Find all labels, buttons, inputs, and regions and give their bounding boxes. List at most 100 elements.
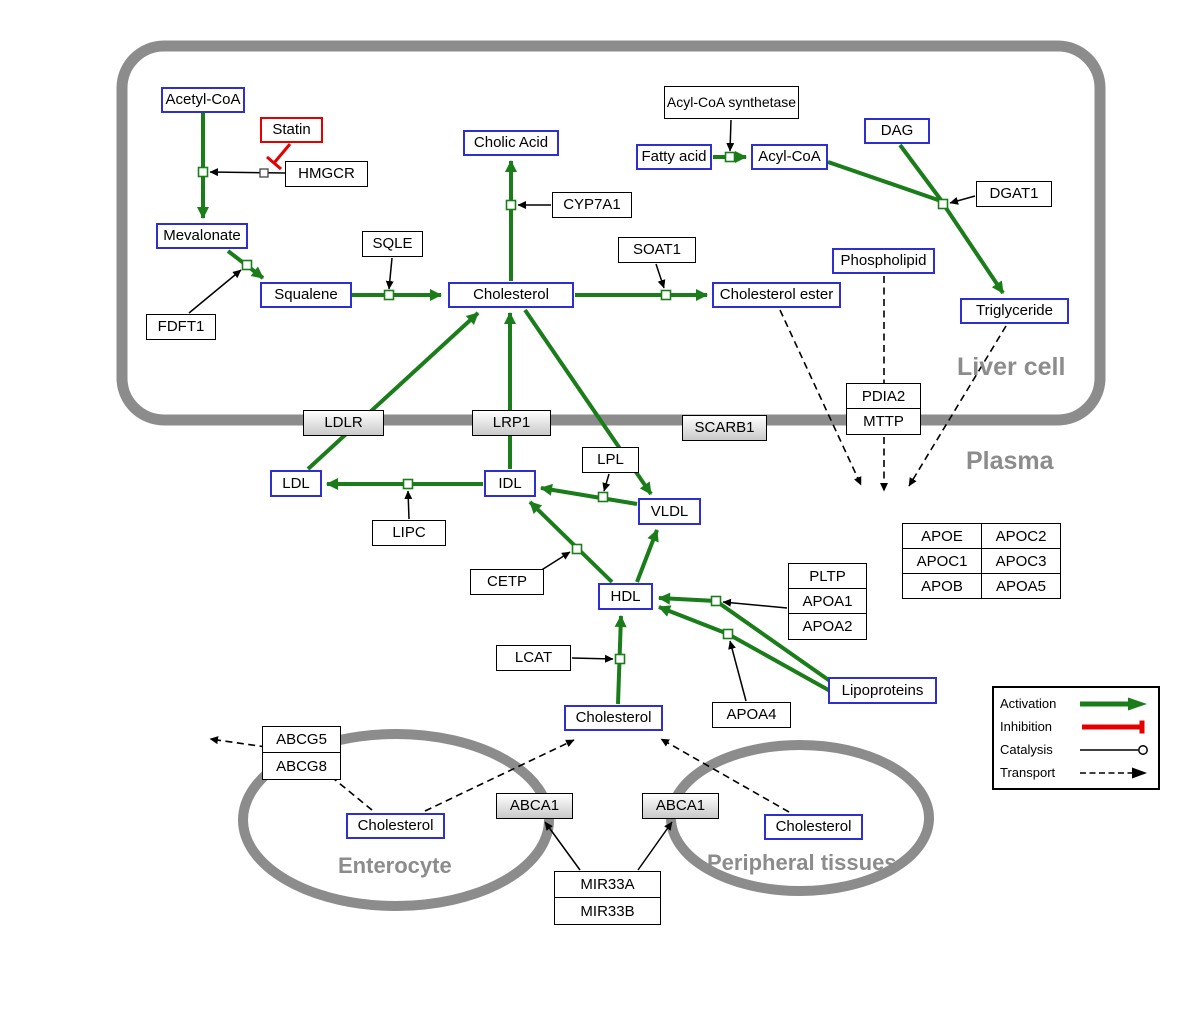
node-apoc1[interactable]: APOC1: [903, 549, 982, 574]
legend-catalysis-label: Catalysis: [1000, 742, 1053, 757]
node-soat1[interactable]: SOAT1: [618, 237, 696, 263]
edge-acylcoa-dgat1-junction: [827, 160, 942, 203]
node-cholesterol-plasma[interactable]: Cholesterol: [564, 705, 663, 731]
edge-ldl-cholesterol-via-ldlr: [306, 311, 480, 471]
pltp-apoa-group: PLTP APOA1 APOA2: [788, 563, 867, 640]
node-acetyl-coa[interactable]: Acetyl-CoA: [161, 87, 245, 113]
node-apoa4[interactable]: APOA4: [712, 702, 791, 728]
edge-dag-dgat1-junction: [898, 143, 943, 202]
reaction-node: [571, 543, 583, 555]
edge-hdl-vldl: [635, 529, 659, 583]
liver-cell-membrane: [116, 40, 1106, 426]
node-abcg5[interactable]: ABCG5: [263, 727, 340, 753]
legend-transport-row: Transport: [1000, 765, 1152, 781]
transport-triglyceride-plasma: [908, 325, 1007, 487]
edge-mir33-abca1-left: [544, 821, 581, 871]
node-mir33b[interactable]: MIR33B: [555, 898, 660, 924]
node-abca1-right[interactable]: ABCA1: [642, 793, 719, 819]
node-ldl[interactable]: LDL: [270, 470, 322, 497]
node-lcat[interactable]: LCAT: [496, 645, 571, 671]
node-lipc[interactable]: LIPC: [372, 520, 446, 546]
node-apob[interactable]: APOB: [903, 574, 982, 599]
node-cyp7a1[interactable]: CYP7A1: [552, 192, 632, 218]
node-dag[interactable]: DAG: [864, 118, 930, 144]
catalysis-lpl: [602, 473, 611, 492]
enterocyte-label: Enterocyte: [338, 853, 452, 878]
node-vldl[interactable]: VLDL: [638, 498, 701, 525]
edge-hdl-idl: [528, 500, 614, 584]
node-apoe[interactable]: APOE: [903, 524, 982, 549]
node-squalene[interactable]: Squalene: [260, 282, 352, 308]
apolipoprotein-table: APOE APOC2 APOC1 APOC3 APOB APOA5: [902, 523, 1061, 599]
node-cholesterol-ester[interactable]: Cholesterol ester: [712, 282, 841, 308]
edge-vldl-idl: [540, 483, 638, 506]
node-lpl[interactable]: LPL: [582, 447, 639, 473]
legend: Activation Inhibition Catalysis Transpor…: [992, 686, 1160, 790]
transport-cholesterolester-plasma: [779, 309, 862, 486]
node-cholesterol-liver[interactable]: Cholesterol: [448, 282, 574, 308]
node-cholesterol-peripheral[interactable]: Cholesterol: [764, 814, 863, 840]
legend-activation-label: Activation: [1000, 696, 1057, 711]
catalysis-acylcoa-synthetase: [726, 119, 735, 152]
anchor-node: [259, 168, 269, 178]
inhibition-statin-tee: [266, 155, 282, 171]
reaction-node: [597, 491, 609, 503]
reaction-node: [722, 628, 734, 640]
activation-arrow-icon: [1080, 697, 1147, 710]
node-apoa1[interactable]: APOA1: [789, 589, 866, 614]
catalysis-cetp: [539, 551, 571, 572]
node-acyl-coa[interactable]: Acyl-CoA: [751, 144, 828, 170]
catalysis-soat1: [655, 263, 666, 289]
node-pdia2[interactable]: PDIA2: [847, 384, 920, 409]
node-hmgcr[interactable]: HMGCR: [285, 161, 368, 187]
node-mevalonate[interactable]: Mevalonate: [156, 223, 248, 249]
catalysis-fdft1: [188, 269, 242, 314]
catalysis-dgat1: [949, 195, 976, 205]
node-scarb1[interactable]: SCARB1: [682, 415, 767, 441]
transport-cholesterol-abcg-excretion: [209, 736, 373, 811]
compartment-shapes: [116, 40, 1106, 911]
catalysis-lipc: [404, 490, 413, 520]
reaction-node: [614, 653, 626, 665]
node-apoa5[interactable]: APOA5: [982, 574, 1061, 599]
edge-junction-triglyceride: [944, 206, 1005, 295]
catalysis-sqle: [385, 257, 394, 290]
node-abcg8[interactable]: ABCG8: [263, 753, 340, 779]
legend-inhibition-row: Inhibition: [1000, 719, 1152, 735]
node-idl[interactable]: IDL: [484, 470, 536, 497]
pdia2-mttp-group: PDIA2 MTTP: [846, 383, 921, 435]
transport-peripheral-cholesterol-plasma: [660, 738, 790, 813]
node-abca1-left[interactable]: ABCA1: [496, 793, 573, 819]
node-mttp[interactable]: MTTP: [847, 409, 920, 434]
node-hdl[interactable]: HDL: [598, 583, 653, 610]
node-statin[interactable]: Statin: [260, 117, 323, 143]
node-apoc2[interactable]: APOC2: [982, 524, 1061, 549]
node-cholic-acid[interactable]: Cholic Acid: [463, 130, 559, 156]
transport-enterocyte-cholesterol-plasma: [424, 739, 575, 812]
node-ldlr[interactable]: LDLR: [303, 410, 384, 436]
node-apoa2[interactable]: APOA2: [789, 614, 866, 639]
node-pltp[interactable]: PLTP: [789, 564, 866, 589]
node-cholesterol-enterocyte[interactable]: Cholesterol: [346, 813, 445, 839]
node-phospholipid[interactable]: Phospholipid: [832, 248, 935, 274]
abcg-group: ABCG5 ABCG8: [262, 726, 341, 780]
node-triglyceride[interactable]: Triglyceride: [960, 298, 1069, 324]
node-mir33a[interactable]: MIR33A: [555, 872, 660, 898]
node-fatty-acid[interactable]: Fatty acid: [636, 144, 712, 170]
node-acyl-coa-synthetase[interactable]: Acyl-CoA synthetase: [664, 86, 799, 119]
reaction-node: [402, 478, 414, 490]
node-apoc3[interactable]: APOC3: [982, 549, 1061, 574]
node-lrp1[interactable]: LRP1: [472, 410, 551, 436]
reaction-node: [937, 198, 949, 210]
node-fdft1[interactable]: FDFT1: [146, 314, 216, 340]
node-cetp[interactable]: CETP: [470, 569, 544, 595]
node-dgat1[interactable]: DGAT1: [976, 181, 1052, 207]
node-lipoproteins[interactable]: Lipoproteins: [828, 677, 937, 704]
catalysis-apoa4: [728, 640, 747, 702]
legend-inhibition-label: Inhibition: [1000, 719, 1053, 734]
reaction-node: [505, 199, 517, 211]
inhibition-tee-icon: [1082, 720, 1145, 733]
legend-transport-label: Transport: [1000, 765, 1056, 780]
node-sqle[interactable]: SQLE: [362, 231, 423, 257]
